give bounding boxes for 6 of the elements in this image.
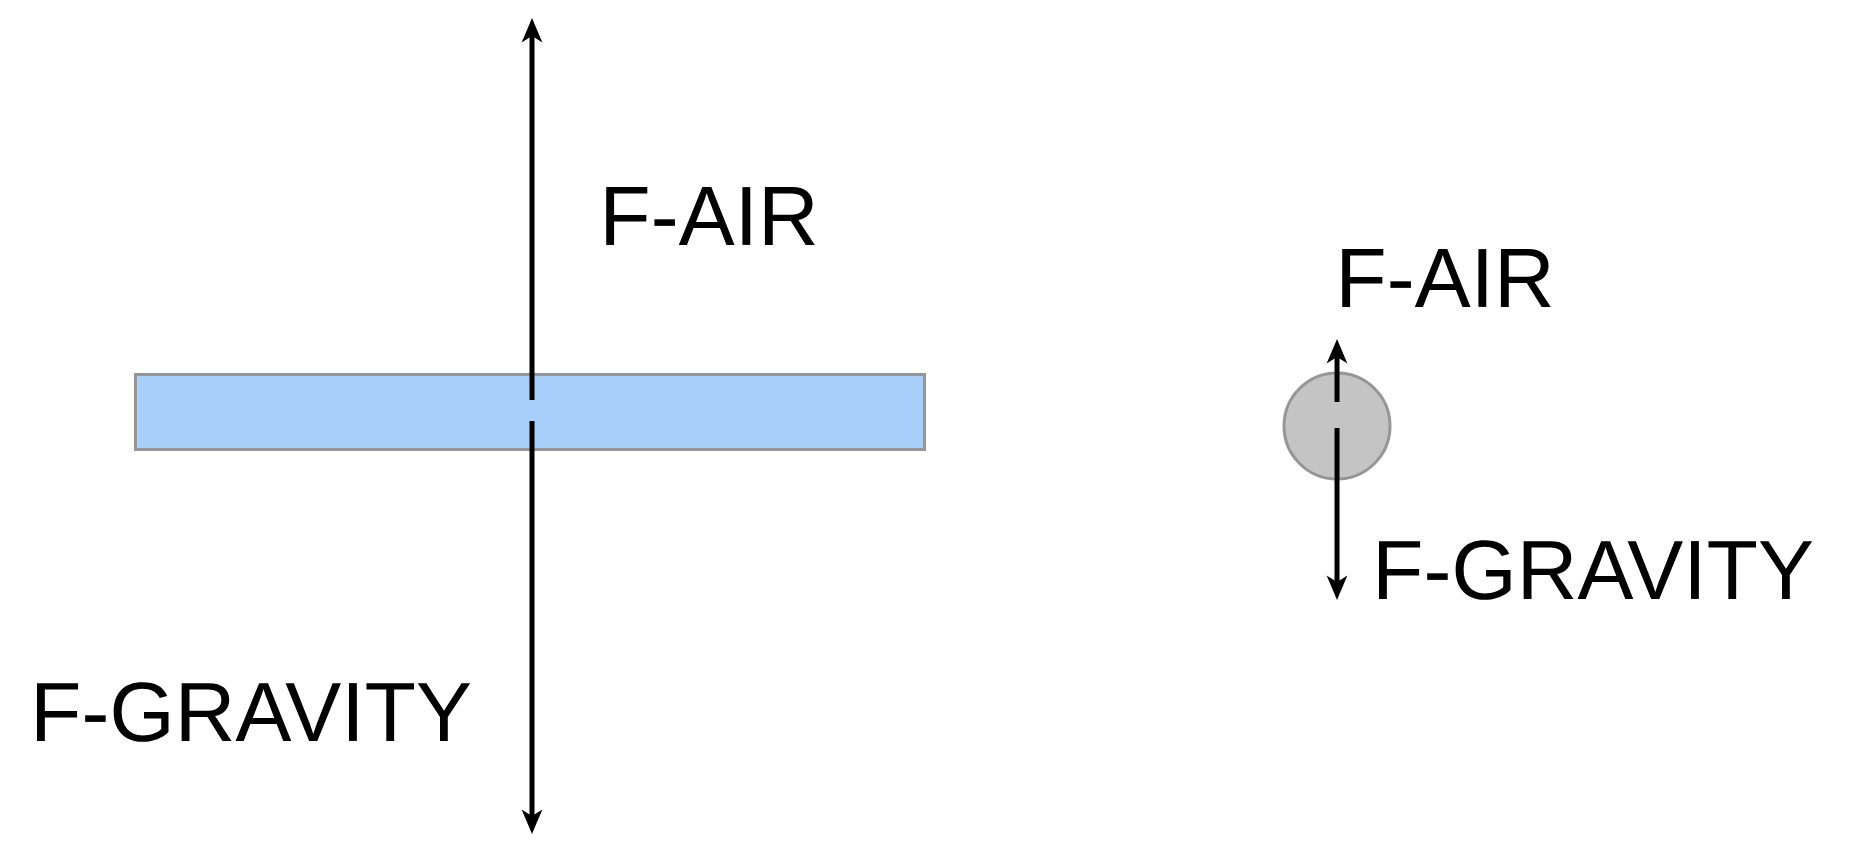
force-label: F-AIR xyxy=(1342,249,1551,307)
force-label: F-GRAVITY xyxy=(1379,540,1813,600)
ball xyxy=(1282,371,1392,481)
force-label: F-AIR xyxy=(606,187,815,245)
bar xyxy=(134,373,926,451)
force-label: F-GRAVITY xyxy=(37,682,471,742)
